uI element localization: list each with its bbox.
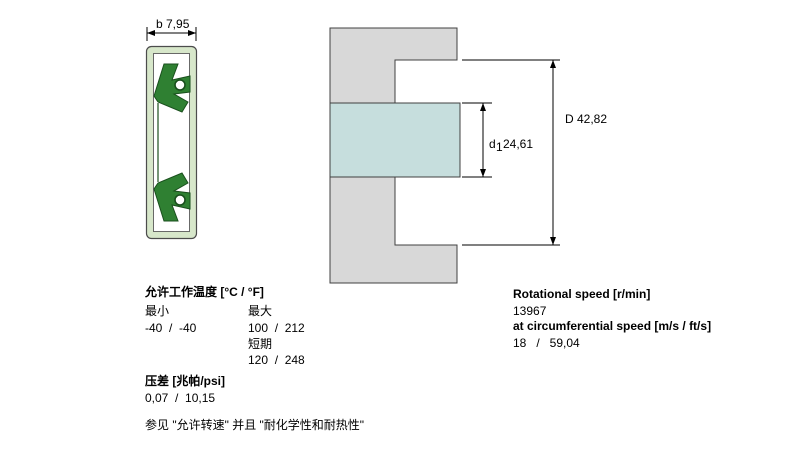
arrowhead <box>480 169 486 177</box>
reference-note: 参见 "允许转速" 并且 "耐化学性和耐热性" <box>145 418 365 432</box>
seal-top-lip <box>153 63 191 113</box>
temperature-min-label: 最小 <box>145 304 170 318</box>
arrowhead <box>188 30 196 36</box>
temperature-short-term-label: 短期 <box>248 337 273 351</box>
outer-diameter-dimension <box>462 59 560 246</box>
mounting-cross-section-view <box>329 27 560 284</box>
seal-bottom-lip <box>153 172 191 222</box>
arrowhead <box>147 30 155 36</box>
shaft <box>329 102 461 178</box>
temperature-min-value: -40 / -40 <box>145 321 197 335</box>
arrowhead <box>480 103 486 111</box>
shaft-diameter-subscript: 1 <box>496 140 503 154</box>
shaft-diameter-dimension <box>462 102 492 178</box>
bottom-garter-spring-icon <box>174 194 186 206</box>
temperature-title: 允许工作温度 [°C / °F] <box>145 285 264 299</box>
shaft-diameter-value: 24,61 <box>503 137 533 151</box>
shaft-diameter-prefix: d <box>489 137 496 151</box>
temperature-short-term-value: 120 / 248 <box>248 353 305 367</box>
arrowhead <box>550 60 556 68</box>
width-dimension-label: b 7,95 <box>156 17 190 31</box>
top-garter-spring-icon <box>174 79 186 91</box>
circumferential-speed-value: 18 / 59,04 <box>513 336 580 350</box>
pressure-value: 0,07 / 10,15 <box>145 391 216 405</box>
rotational-speed-value: 13967 <box>513 304 547 318</box>
rotational-speed-title: Rotational speed [r/min] <box>513 287 651 301</box>
arrowhead <box>550 237 556 245</box>
width-dimension <box>146 27 197 41</box>
temperature-max-value: 100 / 212 <box>248 321 305 335</box>
outer-diameter-label: D 42,82 <box>565 112 607 126</box>
seal-cross-section-view <box>145 27 198 240</box>
pressure-title: 压差 [兆帕/psi] <box>145 374 225 388</box>
circumferential-speed-title: at circumferential speed [m/s / ft/s] <box>513 319 712 333</box>
temperature-max-label: 最大 <box>248 304 273 318</box>
